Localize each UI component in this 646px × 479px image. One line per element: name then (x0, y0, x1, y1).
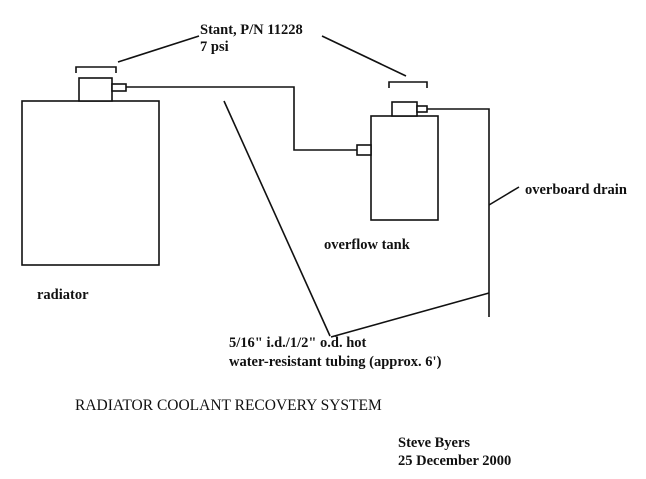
tank-outlet-nipple (416, 105, 428, 113)
drain-label: overboard drain (525, 182, 627, 198)
tubing-overboard-drain (427, 108, 490, 317)
tank-inlet-nipple (356, 144, 372, 156)
diagram-title: RADIATOR COOLANT RECOVERY SYSTEM (75, 397, 382, 414)
cap-leader-left (117, 35, 200, 63)
radiator-cap (78, 77, 113, 102)
tubing-radiator-to-tank (126, 86, 357, 151)
date-label: 25 December 2000 (398, 453, 511, 469)
tubing-leader-left (223, 100, 331, 337)
tubing-label-line1: 5/16" i.d./1/2" o.d. hot (229, 335, 367, 351)
radiator-overflow-nipple (111, 83, 127, 92)
radiator-cap-bracket (75, 66, 117, 73)
overflow-tank-label: overflow tank (324, 237, 411, 253)
tubing-label-line2: water-resistant tubing (approx. 6') (229, 354, 442, 370)
overflow-tank-cap (391, 101, 418, 117)
author-label: Steve Byers (398, 435, 470, 451)
radiator-label: radiator (37, 287, 89, 303)
cap-label: Stant, P/N 11228 (200, 22, 303, 38)
overflow-tank-body (370, 115, 439, 221)
tubing-leader-right (330, 292, 490, 338)
cap-leader-right (321, 35, 407, 77)
cap-pressure-label: 7 psi (200, 39, 229, 55)
drain-leader (488, 186, 520, 206)
tank-cap-bracket (388, 81, 428, 88)
radiator-body (21, 100, 160, 266)
